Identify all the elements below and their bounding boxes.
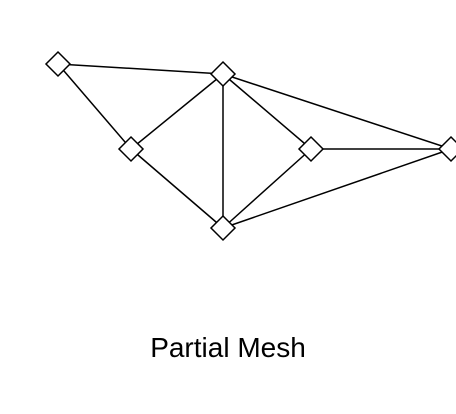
mesh-links (57, 63, 452, 229)
link-n2-n5 (222, 73, 312, 150)
diagram-caption: Partial Mesh (150, 332, 306, 363)
link-n2-n6 (222, 73, 452, 150)
link-n1-n2 (57, 63, 224, 75)
link-n4-n6 (222, 148, 452, 229)
node-n6 (437, 135, 456, 163)
link-n4-n5 (222, 148, 312, 229)
node-n4 (209, 214, 237, 242)
node-n2 (209, 60, 237, 88)
node-n5 (297, 135, 325, 163)
link-n2-n3 (130, 73, 224, 150)
mesh-nodes (44, 50, 456, 242)
link-n3-n4 (130, 148, 224, 229)
link-n1-n3 (57, 63, 132, 150)
node-n1 (44, 50, 72, 78)
node-n3 (117, 135, 145, 163)
